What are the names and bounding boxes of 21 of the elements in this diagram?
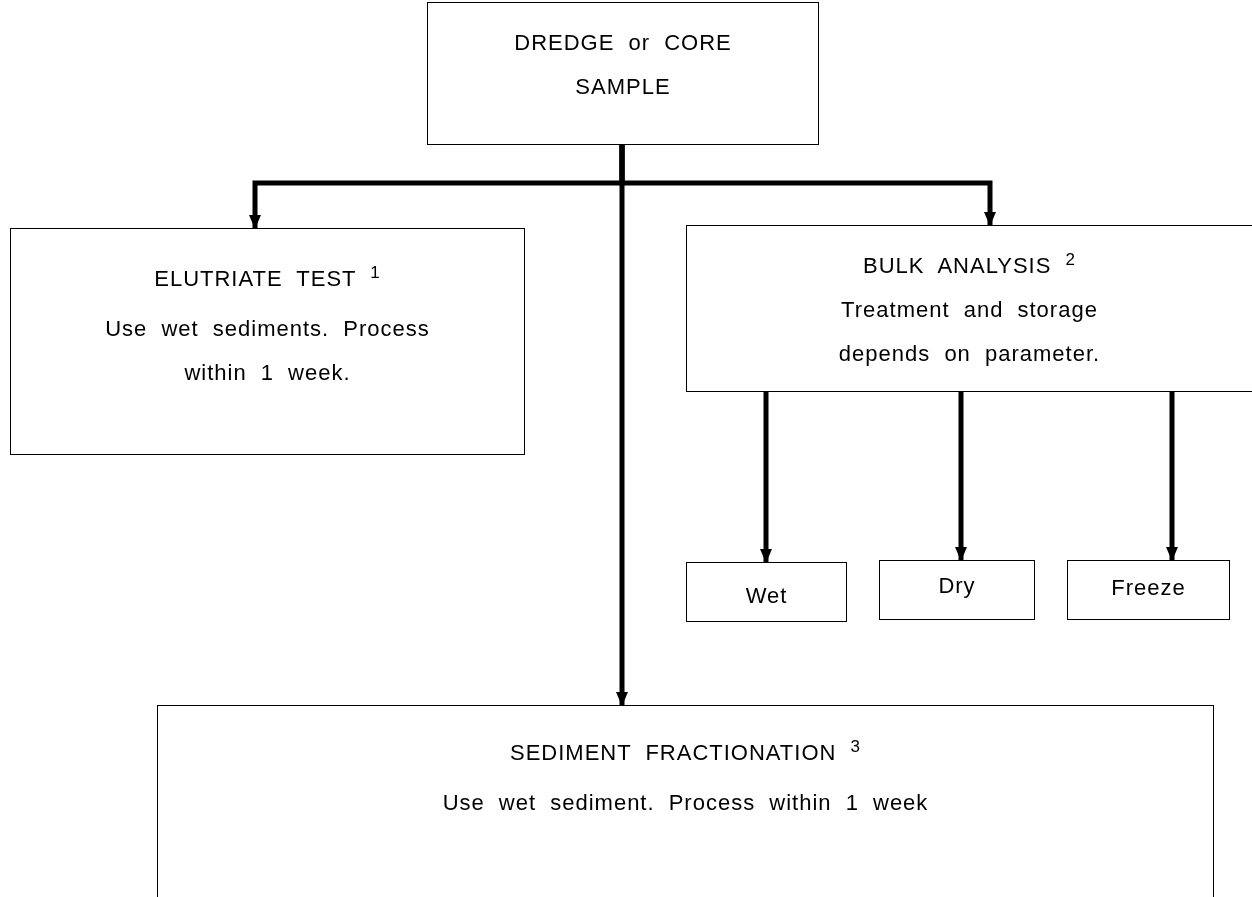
arrow [760,392,772,563]
box-label: Dry [938,573,976,599]
process-box [879,560,1035,620]
process-box [686,562,847,622]
box-label: DREDGE or CORE SAMPLE [513,29,733,101]
box-label: Freeze [1111,575,1186,601]
arrow [955,392,967,561]
box-heading: ELUTRIATE TEST $^{1}$ [154,262,381,294]
box-note: Use wet sediments. Process within 1 week. [104,315,431,388]
box-label: Wet [745,583,788,609]
process-box [1067,560,1230,620]
box-note: Use wet sediment. Process within 1 week [442,789,929,818]
box-note: Treatment and storage depends on parameter. [837,296,1102,369]
arrow [1166,392,1178,561]
process-box [10,228,525,455]
box-heading: BULK ANALYSIS $^{2}$ [863,249,1076,281]
arrow [616,145,628,706]
process-box [686,225,1252,392]
process-box [157,705,1214,897]
process-box [427,2,819,145]
box-heading: SEDIMENT FRACTIONATION $^{3}$ [510,736,861,768]
